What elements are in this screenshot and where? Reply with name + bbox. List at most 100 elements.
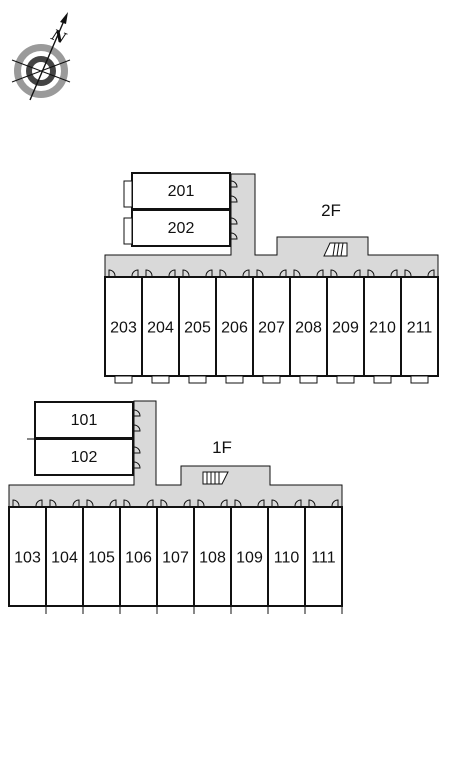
unit-label-102: 102 bbox=[71, 449, 98, 466]
door-icon bbox=[294, 499, 302, 507]
door-icon bbox=[49, 499, 57, 507]
door-icon bbox=[183, 499, 191, 507]
balcony bbox=[123, 217, 133, 245]
door-icon bbox=[353, 269, 361, 277]
unit-label-103: 103 bbox=[14, 550, 41, 567]
unit-label-108: 108 bbox=[199, 550, 226, 567]
unit-210: 210 bbox=[363, 269, 402, 384]
staircase-icon bbox=[202, 471, 229, 485]
door-icon bbox=[367, 269, 375, 277]
corridor bbox=[8, 400, 343, 508]
unit-label-210: 210 bbox=[369, 320, 396, 337]
unit-208: 208 bbox=[289, 269, 328, 384]
unit-row-1f: 103 104 105 106 107 108 109 110 111 bbox=[8, 499, 343, 614]
unit-label-201: 201 bbox=[168, 183, 195, 200]
door-icon bbox=[160, 499, 168, 507]
balcony bbox=[188, 375, 207, 384]
door-icon bbox=[234, 499, 242, 507]
door-icon bbox=[182, 269, 190, 277]
unit-109: 109 bbox=[230, 499, 269, 614]
unit-label-207: 207 bbox=[258, 320, 285, 337]
unit-label-105: 105 bbox=[88, 550, 115, 567]
unit-box bbox=[215, 276, 254, 377]
unit-106: 106 bbox=[119, 499, 158, 614]
balcony bbox=[225, 375, 244, 384]
door-icon bbox=[219, 269, 227, 277]
door-icon bbox=[230, 195, 238, 203]
unit-box bbox=[119, 506, 158, 607]
unit-107: 107 bbox=[156, 499, 195, 614]
door-icon bbox=[256, 269, 264, 277]
unit-103: 103 bbox=[8, 499, 47, 614]
door-icon bbox=[35, 499, 43, 507]
door-icon bbox=[257, 499, 265, 507]
door-icon bbox=[230, 217, 238, 225]
door-icon bbox=[133, 461, 141, 469]
unit-204: 204 bbox=[141, 269, 180, 384]
door-icon bbox=[242, 269, 250, 277]
door-icon bbox=[146, 499, 154, 507]
door-icon bbox=[197, 499, 205, 507]
compass: N bbox=[11, 12, 71, 101]
unit-label-104: 104 bbox=[51, 550, 78, 567]
unit-209: 209 bbox=[326, 269, 365, 384]
door-icon bbox=[230, 180, 238, 188]
door-icon bbox=[12, 499, 20, 507]
balcony bbox=[114, 375, 133, 384]
door-icon bbox=[145, 269, 153, 277]
door-icon bbox=[331, 499, 339, 507]
unit-label-110: 110 bbox=[274, 550, 300, 567]
unit-box bbox=[326, 276, 365, 377]
door-icon bbox=[230, 232, 238, 240]
door-icon bbox=[427, 269, 435, 277]
unit-label-107: 107 bbox=[162, 550, 189, 567]
door-icon bbox=[205, 269, 213, 277]
unit-label-204: 204 bbox=[147, 320, 174, 337]
unit-label-101: 101 bbox=[71, 412, 98, 429]
unit-label-202: 202 bbox=[168, 220, 195, 237]
balcony bbox=[336, 375, 355, 384]
unit-box bbox=[141, 276, 180, 377]
balcony bbox=[410, 375, 429, 384]
door-icon bbox=[131, 269, 139, 277]
door-icon bbox=[86, 499, 94, 507]
unit-label-205: 205 bbox=[184, 320, 211, 337]
unit-202 bbox=[131, 209, 231, 247]
compass-rose-icon bbox=[11, 12, 71, 101]
door-icon bbox=[108, 269, 116, 277]
unit-211: 211 bbox=[400, 269, 439, 384]
balcony bbox=[373, 375, 392, 384]
door-icon bbox=[390, 269, 398, 277]
unit-label-106: 106 bbox=[125, 550, 152, 567]
unit-box bbox=[193, 506, 232, 607]
balcony bbox=[262, 375, 281, 384]
unit-104: 104 bbox=[45, 499, 84, 614]
unit-box bbox=[304, 506, 343, 607]
unit-105: 105 bbox=[82, 499, 121, 614]
corridor bbox=[104, 173, 439, 278]
unit-box bbox=[178, 276, 217, 377]
unit-label-109: 109 bbox=[236, 550, 263, 567]
unit-label-111: 111 bbox=[311, 550, 335, 567]
staircase-icon bbox=[323, 242, 348, 257]
door-icon bbox=[293, 269, 301, 277]
unit-206: 206 bbox=[215, 269, 254, 384]
door-icon bbox=[308, 499, 316, 507]
unit-label-209: 209 bbox=[332, 320, 359, 337]
floor-label-1f: 1F bbox=[212, 438, 232, 457]
door-icon bbox=[220, 499, 228, 507]
unit-label-206: 206 bbox=[221, 320, 248, 337]
unit-box bbox=[267, 506, 306, 607]
unit-box bbox=[289, 276, 328, 377]
door-icon bbox=[72, 499, 80, 507]
unit-203: 203 bbox=[104, 269, 143, 384]
unit-201 bbox=[131, 172, 231, 210]
door-icon bbox=[168, 269, 176, 277]
unit-102 bbox=[34, 438, 134, 476]
door-icon bbox=[404, 269, 412, 277]
unit-111: 111 bbox=[304, 499, 343, 614]
door-icon bbox=[316, 269, 324, 277]
balcony bbox=[151, 375, 170, 384]
